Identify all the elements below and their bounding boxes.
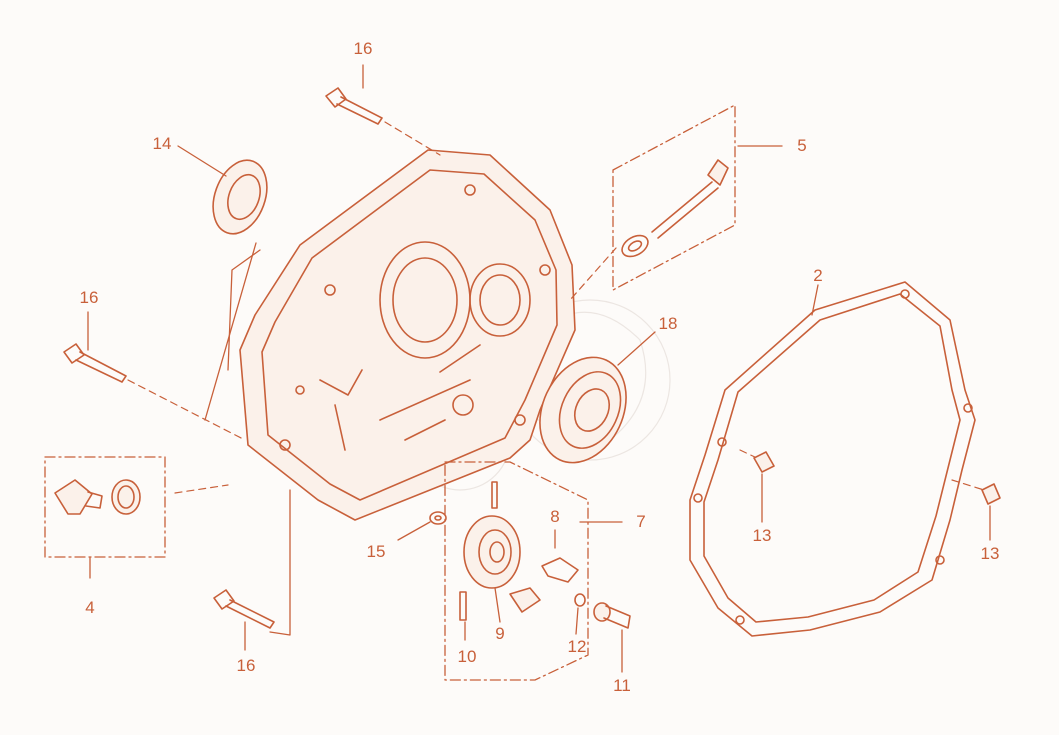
callout-10: 10	[457, 647, 477, 666]
callout-11: 11	[613, 676, 631, 695]
dowel-pin-right	[981, 483, 1001, 505]
callout-15: 15	[366, 542, 386, 561]
callout-12: 12	[567, 637, 587, 656]
leader-frame-lines	[204, 242, 291, 636]
governor-sleeve	[509, 587, 541, 613]
callout-7: 7	[636, 512, 646, 531]
bolt-top	[325, 87, 383, 125]
callout-2: 2	[813, 266, 823, 285]
callout-18: 18	[658, 314, 678, 333]
callout-14: 14	[152, 134, 172, 153]
drain-plug-frame	[612, 104, 736, 291]
callout-13-right: 13	[980, 544, 1000, 563]
callout-4: 4	[85, 598, 95, 617]
washer	[429, 511, 447, 525]
oil-seal	[212, 159, 268, 235]
dowel-pin-left	[753, 451, 775, 473]
governor-frame	[444, 461, 589, 681]
shaft-bolt	[593, 602, 631, 629]
bearing	[539, 356, 627, 464]
callout-16-top: 16	[353, 39, 373, 58]
callout-13-left: 13	[752, 526, 772, 545]
callout-5: 5	[797, 136, 807, 155]
reference-lines	[127, 121, 985, 494]
crankcase-cover	[239, 149, 576, 521]
gasket	[689, 281, 976, 637]
drain-plug-assembly	[621, 159, 729, 258]
governor-arm	[541, 557, 579, 583]
filler-cap-frame	[44, 456, 166, 558]
callout-16-bottom: 16	[236, 656, 256, 675]
governor-gear	[463, 515, 521, 589]
governor-shaft-pin	[459, 481, 498, 621]
callout-16-left: 16	[79, 288, 99, 307]
leader-lines	[87, 64, 991, 673]
oil-filler-cap	[54, 479, 141, 515]
callout-8: 8	[550, 507, 560, 526]
retaining-clip	[574, 593, 586, 607]
bolt-left	[63, 343, 127, 383]
callout-9: 9	[495, 624, 505, 643]
bolt-bottom	[213, 589, 275, 629]
